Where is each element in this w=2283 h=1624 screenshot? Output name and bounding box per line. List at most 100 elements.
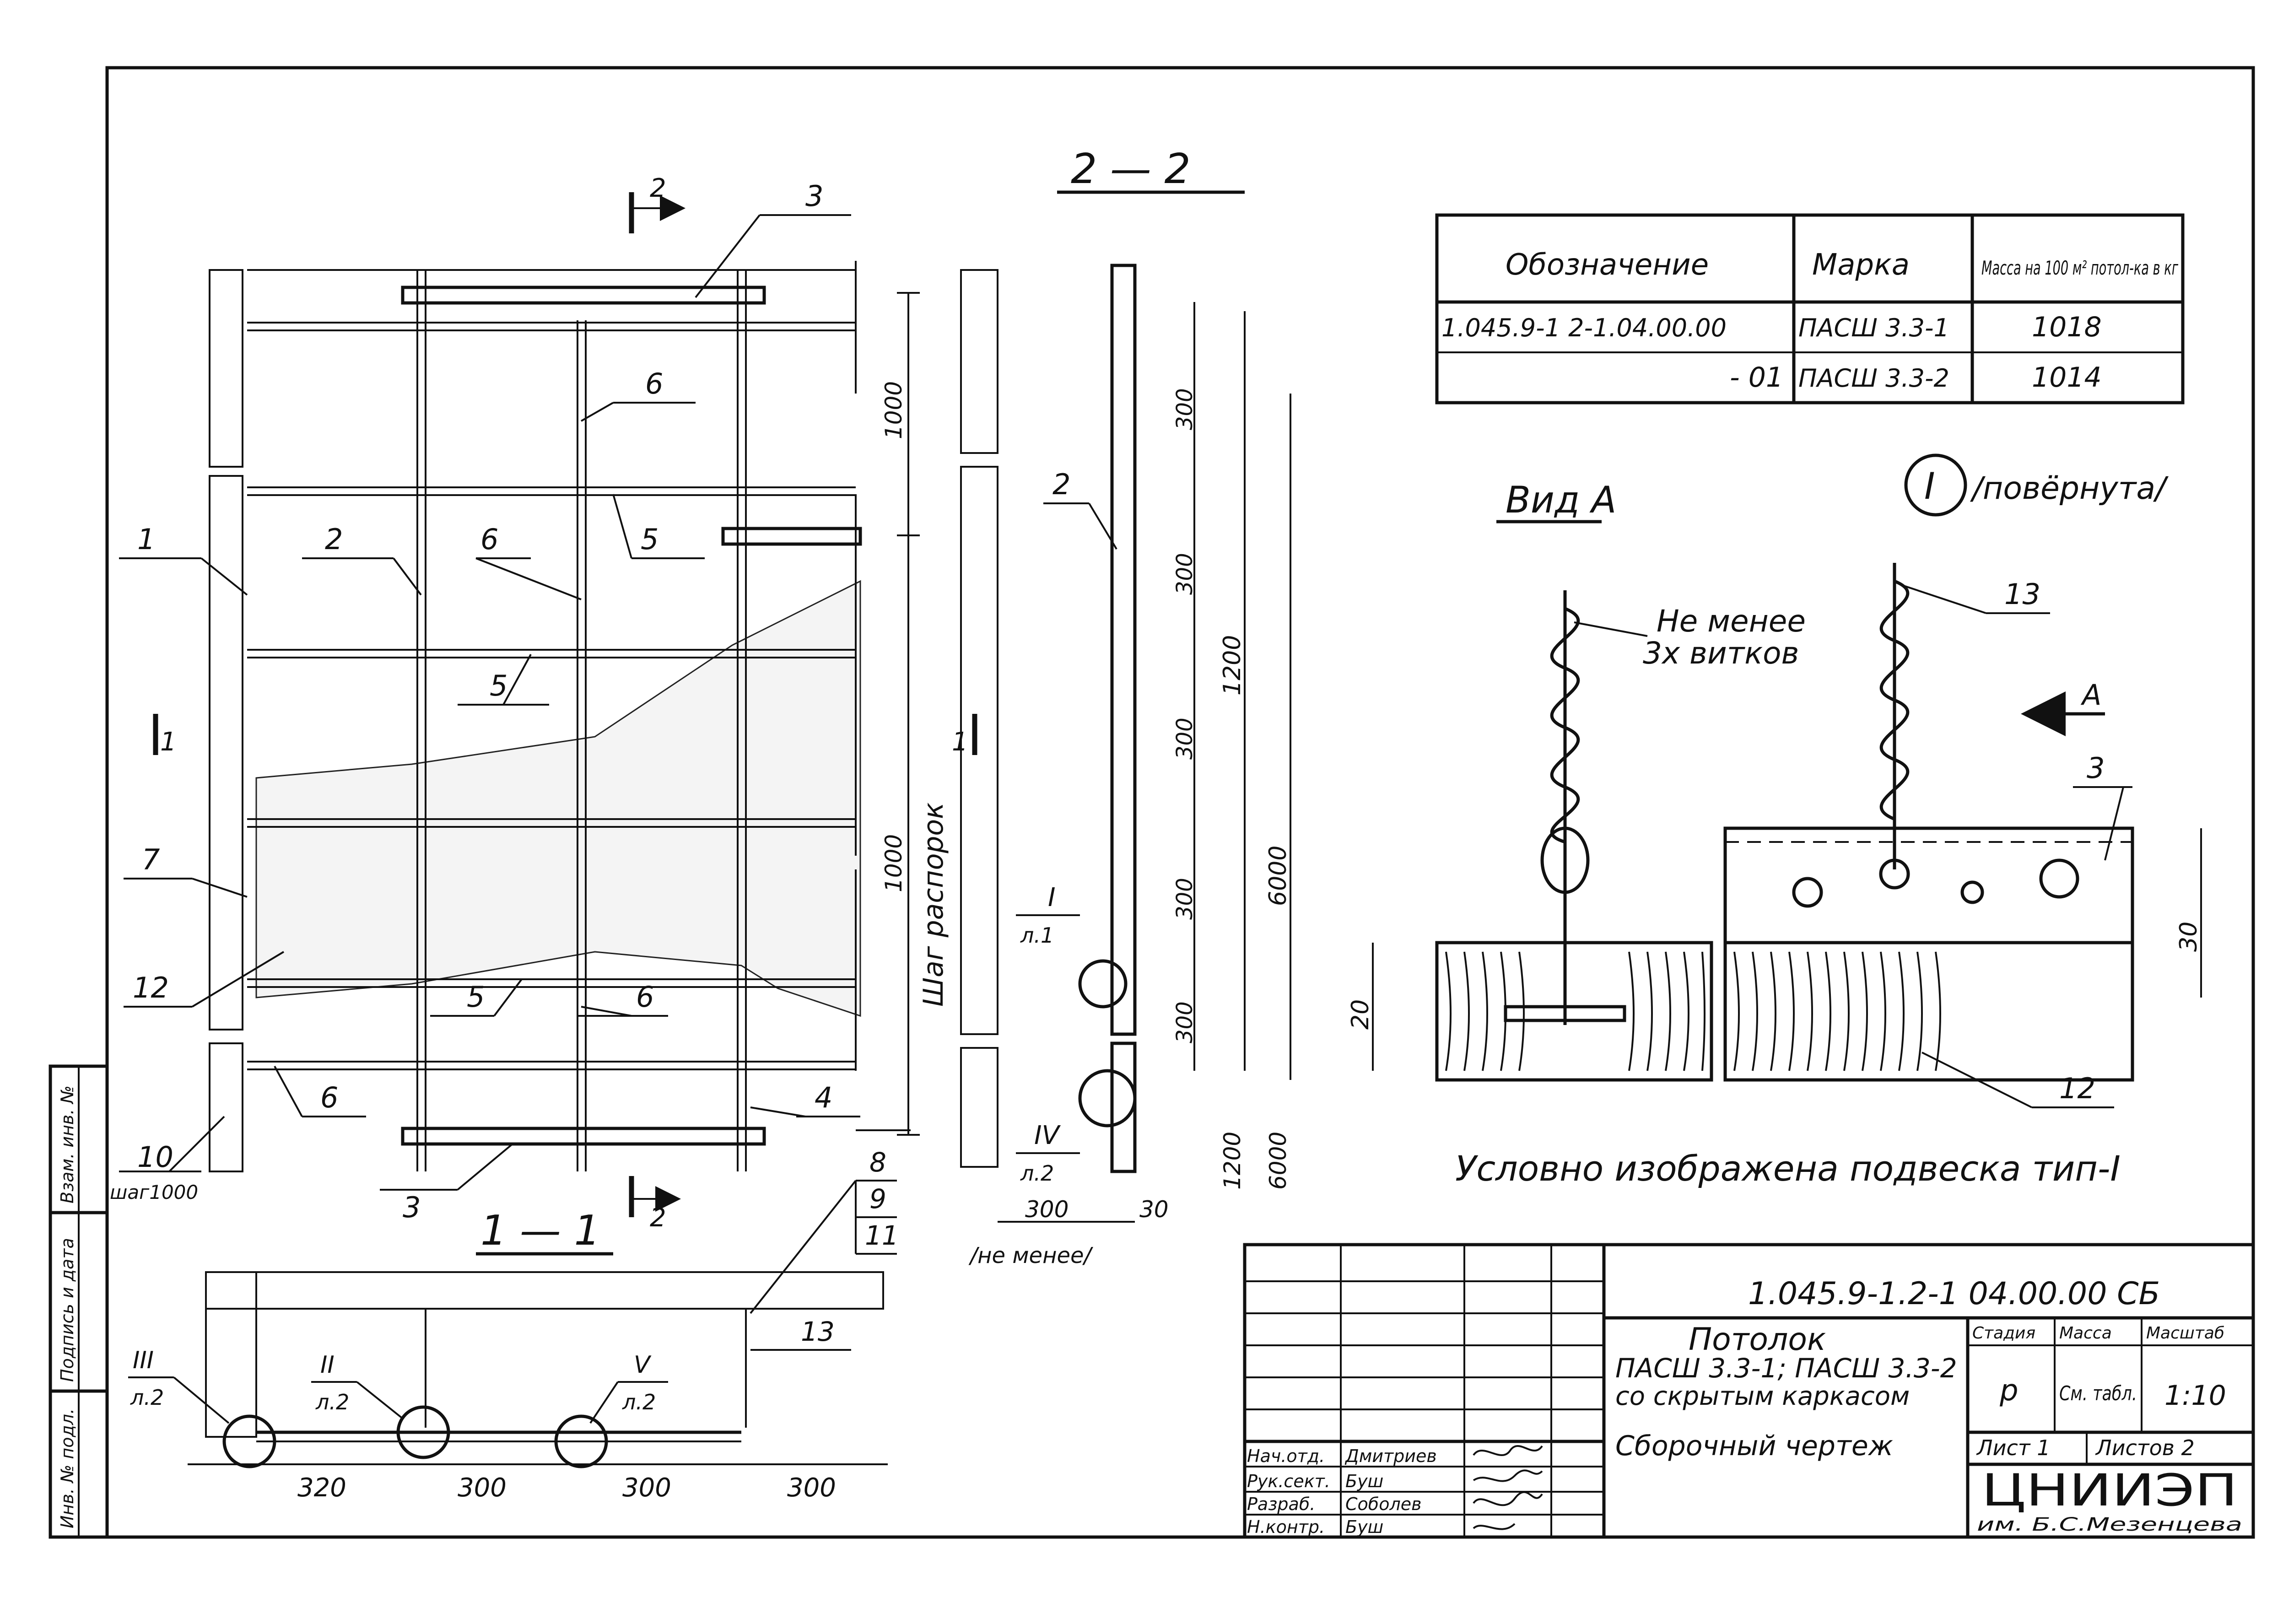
callout-3-detail: 3 (2087, 751, 2105, 785)
side-stamp-inventory: Инв. № подл. (57, 1408, 77, 1528)
dim-300: 300 (1172, 553, 1198, 595)
not-less-note-line1: Не менее (1657, 604, 1806, 639)
callout-1: 1 (137, 523, 155, 556)
spec-header-mark: Марка (1812, 248, 1910, 282)
dim-300: 300 (787, 1473, 836, 1503)
signature (1473, 1445, 1543, 1456)
cut-1-right-label: 1 (952, 727, 968, 757)
wall-hatch (205, 1271, 257, 1438)
callout-3-bottom: 3 (403, 1191, 421, 1224)
stage-value: р (1999, 1374, 2019, 1408)
view-a-title: Вид А (1506, 479, 1616, 521)
node-i-label: I (1048, 883, 1056, 912)
organization-subtitle: им. Б.С.Мезенцева (1977, 1514, 2242, 1535)
section-2-2: 2 — 2 2 I л.1 IV л.2 300 300 300 300 300… (960, 145, 1292, 1268)
node-iv-sheet: л.2 (1020, 1161, 1054, 1186)
wall-hatch (209, 475, 243, 1031)
callout-8: 8 (869, 1147, 886, 1178)
staff-name: Буш (1345, 1517, 1383, 1537)
dim-300: 300 (458, 1473, 507, 1503)
rotated-note: /повёрнута/ (1970, 470, 2169, 507)
callout-6: 6 (645, 367, 663, 400)
node-iv-label: IV (1034, 1121, 1061, 1150)
dim-300: 300 (622, 1473, 671, 1503)
node-ii-label: II (320, 1351, 335, 1379)
spec-row1-designation: 1.045.9-1 2-1.04.00.00 (1441, 313, 1727, 342)
node-iii-circle (222, 1414, 276, 1468)
callout-12-detail: 12 (2059, 1072, 2095, 1105)
staff-role: Нач.отд. (1247, 1446, 1325, 1466)
view-a-arrow-label: A (2080, 678, 2101, 712)
scale-value: 1:10 (2164, 1380, 2226, 1412)
dim-300: 300 (1172, 388, 1198, 430)
wall-hatch (960, 269, 998, 454)
dim-6000-b: 6000 (1265, 1132, 1291, 1190)
node-i-circle (1078, 959, 1128, 1009)
callout-10: 10 (137, 1140, 173, 1174)
left-insulation (1435, 941, 1713, 1082)
callout-9: 9 (869, 1183, 886, 1214)
node-v-sheet: л.2 (622, 1390, 656, 1414)
cut-1-left-label: 1 (160, 727, 177, 757)
callout-6: 6 (480, 523, 498, 556)
staff-name: Соболев (1345, 1494, 1422, 1514)
span-top-label: 1000 (880, 381, 907, 439)
right-insulation (1723, 941, 2134, 1082)
spec-row1-mass: 1018 (2032, 311, 2102, 343)
spacer-bar-bottom (401, 1127, 766, 1146)
spec-header-mass: Масса на 100 м² потол-ка в кг (1981, 257, 2179, 279)
callout-13: 13 (801, 1316, 835, 1347)
spacer-bar-right (721, 527, 862, 546)
node-ii-circle (396, 1405, 450, 1459)
dim-300: 300 (1172, 1001, 1198, 1043)
right-hanger-spiral (1879, 579, 1910, 821)
spec-row2-mark: ПАСШ 3.3-2 (1798, 364, 1949, 393)
cut-2-top-label: 2 (650, 173, 666, 203)
plan-view: 1000 1000 Шаг распорок 2 2 1 1 (110, 173, 977, 1233)
callout-4: 4 (815, 1081, 832, 1114)
callout-13-detail: 13 (2004, 577, 2040, 611)
detail-caption: Условно изображена подвеска тип-I (1455, 1148, 2121, 1189)
detail-view: Вид А I /повёрнута/ Не менее 3х витков 2… (1347, 453, 2202, 1189)
callout-12: 12 (133, 971, 169, 1004)
callout-3-top: 3 (805, 179, 823, 213)
dim-300: 300 (1172, 878, 1198, 920)
callout-2: 2 (325, 523, 343, 556)
profile-strip (1723, 826, 2134, 944)
sheets-total: Листов 2 (2095, 1435, 2195, 1460)
side-stamp-replaced: Взам. инв. № (57, 1085, 77, 1203)
spec-row2-designation: - 01 (1730, 361, 1783, 394)
dim-20: 20 (1347, 999, 1374, 1030)
span-mid-label: 1000 (880, 834, 907, 892)
node-v-label: V (634, 1351, 652, 1379)
staff-name: Буш (1345, 1471, 1383, 1491)
wall-hatch (960, 1047, 998, 1168)
callout-11: 11 (865, 1220, 899, 1251)
title-line-1: Потолок (1689, 1322, 1826, 1358)
spec-row1-mark: ПАСШ 3.3-1 (1798, 313, 1949, 342)
staff-role: Рук.сект. (1247, 1471, 1330, 1491)
section-1-1-title: 1 — 1 (480, 1207, 600, 1255)
scale-label: Масштаб (2146, 1324, 2224, 1343)
callout-2: 2 (1052, 468, 1070, 501)
node-i-sheet: л.1 (1020, 923, 1054, 948)
organization-name: ЦНИИЭП (1981, 1465, 2238, 1516)
spec-header-designation: Обозначение (1506, 248, 1709, 282)
dim-300: 300 (1172, 718, 1198, 760)
signature (1473, 1491, 1543, 1506)
node-i-badge-label: I (1924, 465, 1935, 507)
node-ii-sheet: л.2 (315, 1390, 349, 1414)
section-2-2-title: 2 — 2 (1071, 145, 1191, 193)
slab-hatch (205, 1271, 884, 1310)
dim-1200: 1200 (1219, 635, 1246, 696)
staff-role: Н.контр. (1247, 1517, 1325, 1537)
callout-5: 5 (467, 980, 485, 1014)
node-iv-circle (1078, 1069, 1137, 1128)
node-v-circle (554, 1414, 608, 1468)
callout-7: 7 (142, 843, 160, 876)
cut-2-bottom-label: 2 (650, 1203, 666, 1233)
title-block: Нач.отд. Дмитриев Рук.сект. Буш Разраб. … (1243, 1243, 2255, 1539)
title-line-3: со скрытым каркасом (1615, 1381, 1910, 1411)
